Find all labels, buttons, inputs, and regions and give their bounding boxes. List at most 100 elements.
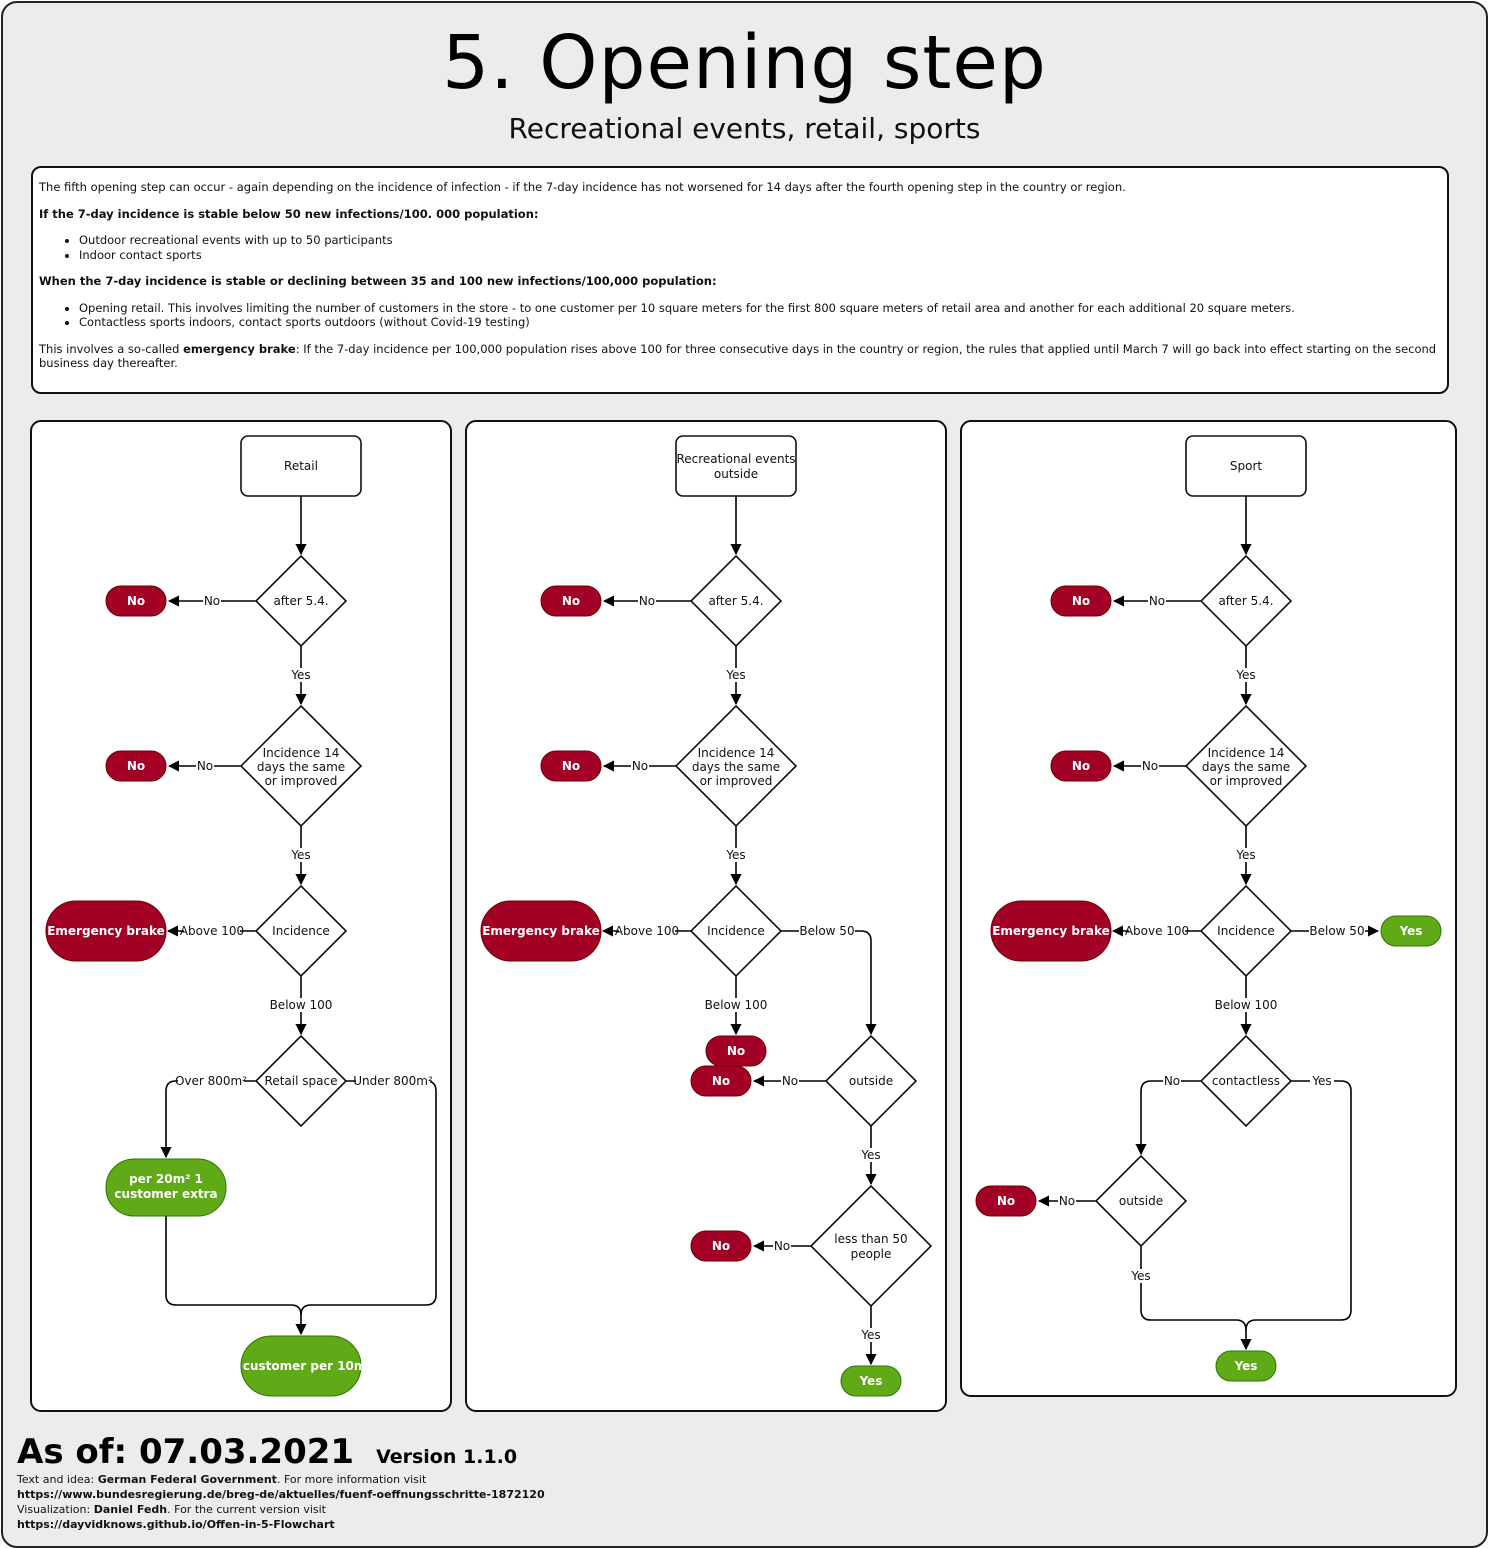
events-less50-label: people	[851, 1247, 892, 1261]
edge-label: Below 100	[1215, 998, 1278, 1012]
retail-no-badge	[105, 585, 167, 617]
sport-yes-result	[1215, 1350, 1277, 1382]
retail-emergency-brake	[45, 900, 167, 962]
events-yes-result	[840, 1365, 902, 1397]
sport-yes-result	[1380, 915, 1442, 947]
edge-label: Yes	[1235, 848, 1255, 862]
edge-label: Above 100	[180, 924, 244, 938]
retail-incidence14-label: Incidence 14	[263, 746, 340, 760]
events-emergency-brake	[480, 900, 602, 962]
edge-label: Yes	[860, 1148, 880, 1162]
events-incidence-decision	[689, 884, 783, 978]
edge-label: Yes	[725, 848, 745, 862]
edge-label: Under 800m²	[353, 1074, 433, 1088]
description-list-2: Opening retail. This involves limiting t…	[39, 301, 1441, 330]
events-after-decision	[689, 554, 783, 648]
description-heading-1: If the 7-day incidence is stable below 5…	[39, 206, 539, 221]
events-incidence14-decision	[674, 704, 798, 828]
credit-line: Visualization: Daniel Fedh. For the curr…	[17, 1503, 326, 1516]
edge-label: No	[1059, 1194, 1075, 1208]
sport-no-badge	[975, 1185, 1037, 1217]
edge-label: Below 100	[270, 998, 333, 1012]
sport-emergency-brake	[990, 900, 1112, 962]
events-less50-decision	[809, 1184, 933, 1308]
sport-incidence14-label: Incidence 14	[1208, 746, 1285, 760]
retail-incidence14-label: or improved	[265, 774, 338, 788]
retail-space-decision	[254, 1034, 348, 1128]
edge-label: No	[1164, 1074, 1180, 1088]
sport-brake-text: Emergency brake	[992, 924, 1110, 938]
events-no-text: No	[712, 1239, 730, 1253]
retail-per10-result	[240, 1335, 362, 1397]
list-item: Contactless sports indoors, contact spor…	[79, 315, 1441, 330]
retail-start-box	[240, 435, 362, 497]
sport-after-label: after 5.4.	[1218, 594, 1273, 608]
edge-label: Above 100	[615, 924, 679, 938]
description-intro: The fifth opening step can occur - again…	[39, 180, 1126, 194]
list-item: Indoor contact sports	[79, 248, 1441, 263]
events-brake-text: Emergency brake	[482, 924, 600, 938]
events-no-text: No	[562, 759, 580, 773]
edge-label: Yes	[860, 1328, 880, 1342]
as-of-date: As of: 07.03.2021	[17, 1432, 355, 1472]
sport-after-decision	[1199, 554, 1293, 648]
sport-no-text: No	[1072, 594, 1090, 608]
description-box: The fifth opening step can occur - again…	[31, 166, 1449, 394]
edge-label: Yes	[1235, 668, 1255, 682]
edge-label: Yes	[290, 848, 310, 862]
events-start-box	[675, 435, 797, 497]
retail-after-label: after 5.4.	[273, 594, 328, 608]
events-no-badge	[690, 1065, 752, 1097]
description-list-1: Outdoor recreational events with up to 5…	[39, 233, 1441, 262]
retail-after-decision	[254, 554, 348, 648]
edge-label: No	[1149, 594, 1165, 608]
version-link[interactable]: https://dayvidknows.github.io/Offen-in-5…	[17, 1518, 335, 1531]
list-item: Opening retail. This involves limiting t…	[79, 301, 1441, 316]
events-no-text: No	[727, 1044, 745, 1058]
edge-label: Yes	[290, 668, 310, 682]
events-no-badge	[540, 750, 602, 782]
sport-outside-decision	[1094, 1154, 1188, 1248]
sport-incidence-decision	[1199, 884, 1293, 978]
edge-label: No	[639, 594, 655, 608]
edge-label: Yes	[1130, 1269, 1150, 1283]
emergency-brake-term: emergency brake	[183, 341, 296, 356]
events-no-text: No	[712, 1074, 730, 1088]
retail-no-text: No	[127, 759, 145, 773]
description-brake: This involves a so-called emergency brak…	[39, 341, 1437, 371]
list-item: Outdoor recreational events with up to 5…	[79, 233, 1441, 248]
version-label: Version 1.1.0	[376, 1446, 518, 1468]
edge-label: No	[204, 594, 220, 608]
edge-label: No	[632, 759, 648, 773]
retail-start-label: Retail	[284, 459, 318, 473]
sport-no-text: No	[1072, 759, 1090, 773]
events-start-label: outside	[714, 467, 758, 481]
retail-incidence14-label: days the same	[257, 760, 345, 774]
edge-label: Yes	[725, 668, 745, 682]
edge-label: No	[197, 759, 213, 773]
events-incidence14-label: or improved	[700, 774, 773, 788]
retail-extra-text: per 20m² 1	[129, 1172, 203, 1186]
retail-extra-text: customer extra	[114, 1187, 217, 1201]
events-yes-text: Yes	[859, 1374, 883, 1388]
sport-incidence14-label: days the same	[1202, 760, 1290, 774]
retail-no-text: No	[127, 594, 145, 608]
events-no-badge	[540, 585, 602, 617]
source-link[interactable]: https://www.bundesregierung.de/breg-de/a…	[17, 1488, 545, 1501]
events-after-label: after 5.4.	[708, 594, 763, 608]
sport-panel	[960, 420, 1457, 1397]
events-incidence14-label: days the same	[692, 760, 780, 774]
events-less50-label: less than 50	[834, 1232, 907, 1246]
events-no-badge	[690, 1230, 752, 1262]
sport-start-label: Sport	[1230, 459, 1263, 473]
sport-no-badge	[1050, 750, 1112, 782]
page-title: 5. Opening step	[442, 20, 1047, 106]
sport-nodes: Sport after 5.4. Incidence 14 days the s…	[975, 435, 1442, 1382]
events-outside-label: outside	[849, 1074, 893, 1088]
events-outside-decision	[824, 1034, 918, 1128]
edge-label: No	[782, 1074, 798, 1088]
events-incidence-label: Incidence	[707, 924, 765, 938]
page-subtitle: Recreational events, retail, sports	[508, 112, 981, 145]
